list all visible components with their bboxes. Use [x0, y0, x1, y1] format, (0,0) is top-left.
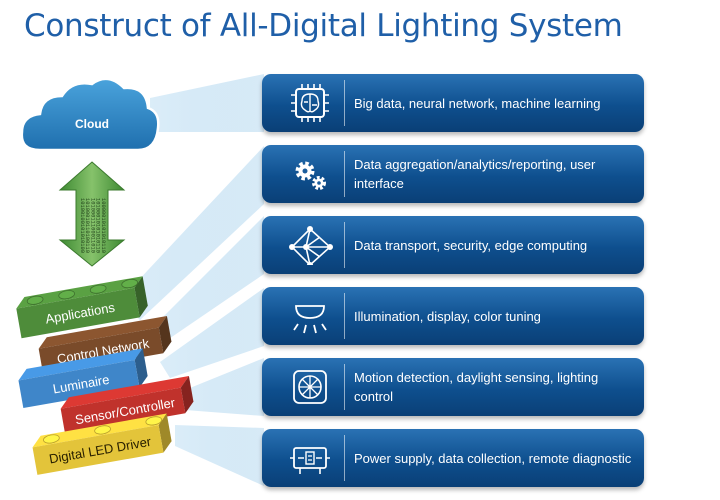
capability-panel-5: Motion detection, daylight sensing, ligh… — [262, 358, 644, 416]
capability-panel-3: Data transport, security, edge computing — [262, 216, 644, 274]
panel-text: Data aggregation/analytics/reporting, us… — [354, 157, 596, 191]
block-stud — [121, 279, 138, 289]
binary-line: 10100010101010110 — [95, 198, 101, 253]
block-stud — [26, 295, 44, 305]
binary-line: 10100011100011010 — [89, 198, 95, 253]
data-flow-arrow — [58, 161, 126, 267]
beam-luminaire — [160, 288, 264, 378]
block-stud — [43, 434, 60, 444]
gears-icon — [274, 151, 345, 197]
capability-panel-2: Data aggregation/analytics/reporting, us… — [262, 145, 644, 203]
driver-circuit-icon — [274, 435, 345, 481]
sensor-icon — [274, 364, 345, 410]
block-stud — [94, 425, 111, 435]
brain-chip-icon — [274, 80, 345, 126]
capability-panel-6: Power supply, data collection, remote di… — [262, 429, 644, 487]
page-title: Construct of All-Digital Lighting System — [24, 8, 623, 44]
cloud-icon — [20, 77, 160, 165]
panel-text: Data transport, security, edge computing — [354, 237, 588, 253]
block-stud — [58, 290, 75, 300]
binary-line: 10000010101010110 — [100, 198, 106, 253]
panel-text: Illumination, display, color tuning — [354, 308, 541, 324]
binary-line: 10100100101010100 — [79, 198, 85, 253]
beam-applications — [120, 146, 264, 320]
block-stud — [89, 284, 107, 294]
beam-driver — [175, 425, 264, 486]
layer-block-5: Digital LED Driver — [32, 413, 172, 475]
capability-panel-1: Big data, neural network, machine learni… — [262, 74, 644, 132]
layer-block-1: Applications — [16, 276, 148, 339]
beam-cloud — [150, 74, 264, 132]
network-mesh-icon — [274, 222, 345, 268]
cloud-label: Cloud — [75, 117, 109, 131]
beam-sensor — [180, 358, 264, 416]
binary-line: 10100010110100110 — [84, 198, 90, 253]
beam-control-network — [150, 216, 264, 345]
capability-panel-4: Illumination, display, color tuning — [262, 287, 644, 345]
block-stud — [145, 416, 163, 426]
ceiling-light-icon — [274, 293, 345, 339]
panel-text: Motion detection, daylight sensing, ligh… — [354, 370, 599, 404]
light-beams — [120, 74, 264, 486]
panel-text: Big data, neural network, machine learni… — [354, 95, 601, 111]
panel-text: Power supply, data collection, remote di… — [354, 450, 632, 466]
